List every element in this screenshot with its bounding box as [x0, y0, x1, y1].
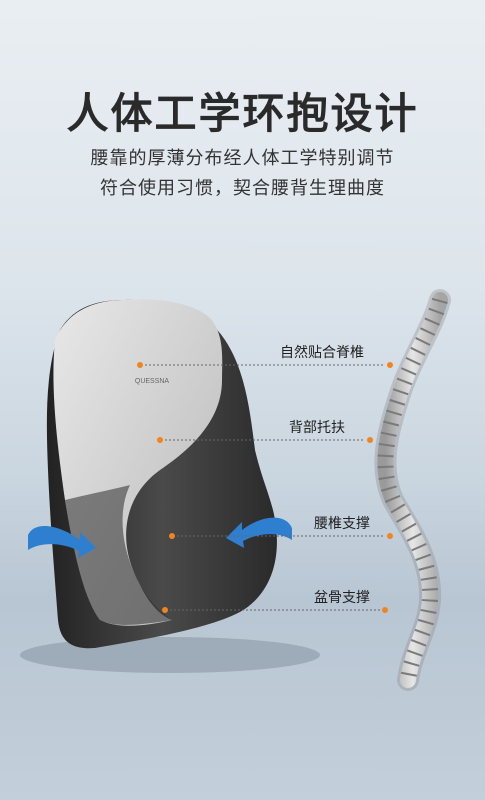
callout-label-2: 背部托扶	[289, 420, 345, 436]
left-rotation-arrow-icon	[28, 525, 96, 558]
brand-logo: QUESSNA	[135, 378, 170, 385]
callout-label-1: 自然贴合脊椎	[280, 345, 364, 361]
callout-connector-2	[157, 437, 373, 443]
callout-connector-4	[162, 607, 388, 613]
page-title: 人体工学环抱设计	[66, 89, 419, 138]
cushion-shadow	[20, 637, 320, 673]
subtitle-line-2: 符合使用习惯，契合腰背生理曲度	[100, 178, 385, 199]
callout-label-4: 盆骨支撑	[314, 590, 370, 606]
callout-connector-1	[137, 362, 393, 368]
cushion-inner-contour	[65, 485, 172, 625]
right-rotation-arrow-icon	[226, 517, 292, 548]
subtitle-line-1: 腰靠的厚薄分布经人体工学特别调节	[90, 148, 395, 169]
callout-label-3: 腰椎支撑	[314, 516, 370, 532]
spine-illustration	[374, 289, 451, 691]
callout-connector-3	[169, 533, 393, 539]
